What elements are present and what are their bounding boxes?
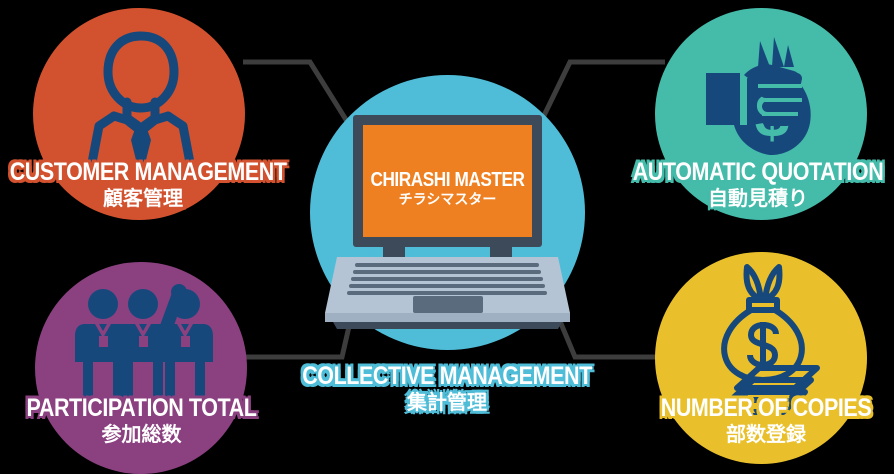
automatic-quotation-label-en: AUTOMATIC QUOTATION: [632, 158, 884, 186]
node-number-of-copies[interactable]: [655, 252, 867, 464]
customer-management-label-en: CUSTOMER MANAGEMENT: [9, 158, 287, 186]
money-bag-on-paper-stack-icon: [721, 264, 820, 415]
label-collective-management[interactable]: COLLECTIVE MANAGEMENT 集計管理: [277, 362, 617, 414]
label-automatic-quotation[interactable]: AUTOMATIC QUOTATION 自動見積り: [608, 158, 894, 210]
node-participation-total[interactable]: [35, 262, 247, 474]
hub-screen-label: CHIRASHI MASTER チラシマスター: [310, 170, 585, 207]
customer-management-circle: [33, 8, 245, 220]
participation-total-label-jp: 参加総数: [101, 422, 182, 446]
number-of-copies-label-en: NUMBER OF COPIES: [660, 394, 872, 422]
node-automatic-quotation[interactable]: $: [655, 8, 867, 220]
node-chirashi-master[interactable]: CHIRASHI MASTER チラシマスター: [310, 75, 585, 350]
label-number-of-copies[interactable]: NUMBER OF COPIES 部数登録: [638, 394, 894, 446]
label-customer-management[interactable]: CUSTOMER MANAGEMENT 顧客管理: [0, 158, 298, 210]
three-people-icon: [75, 284, 213, 402]
label-participation-total[interactable]: PARTICIPATION TOTAL 参加総数: [4, 394, 279, 446]
hand-money-bag-icon: $: [706, 37, 811, 155]
collective-management-label-en: COLLECTIVE MANAGEMENT: [302, 362, 592, 390]
diagram-canvas: CHIRASHI MASTER チラシマスター COLLECTIVE MANAG…: [0, 8, 894, 474]
hub-title-en: CHIRASHI MASTER: [370, 169, 525, 191]
hub-title-jp: チラシマスター: [398, 192, 497, 208]
node-customer-management[interactable]: [33, 8, 245, 220]
participation-total-label-en: PARTICIPATION TOTAL: [26, 394, 257, 422]
number-of-copies-label-jp: 部数登録: [726, 422, 806, 446]
laptop-icon: [325, 115, 570, 329]
customer-management-label-jp: 顧客管理: [103, 186, 183, 210]
person-tie-icon: [86, 31, 196, 168]
automatic-quotation-label-jp: 自動見積り: [708, 186, 808, 210]
collective-management-label-jp: 集計管理: [407, 390, 487, 414]
